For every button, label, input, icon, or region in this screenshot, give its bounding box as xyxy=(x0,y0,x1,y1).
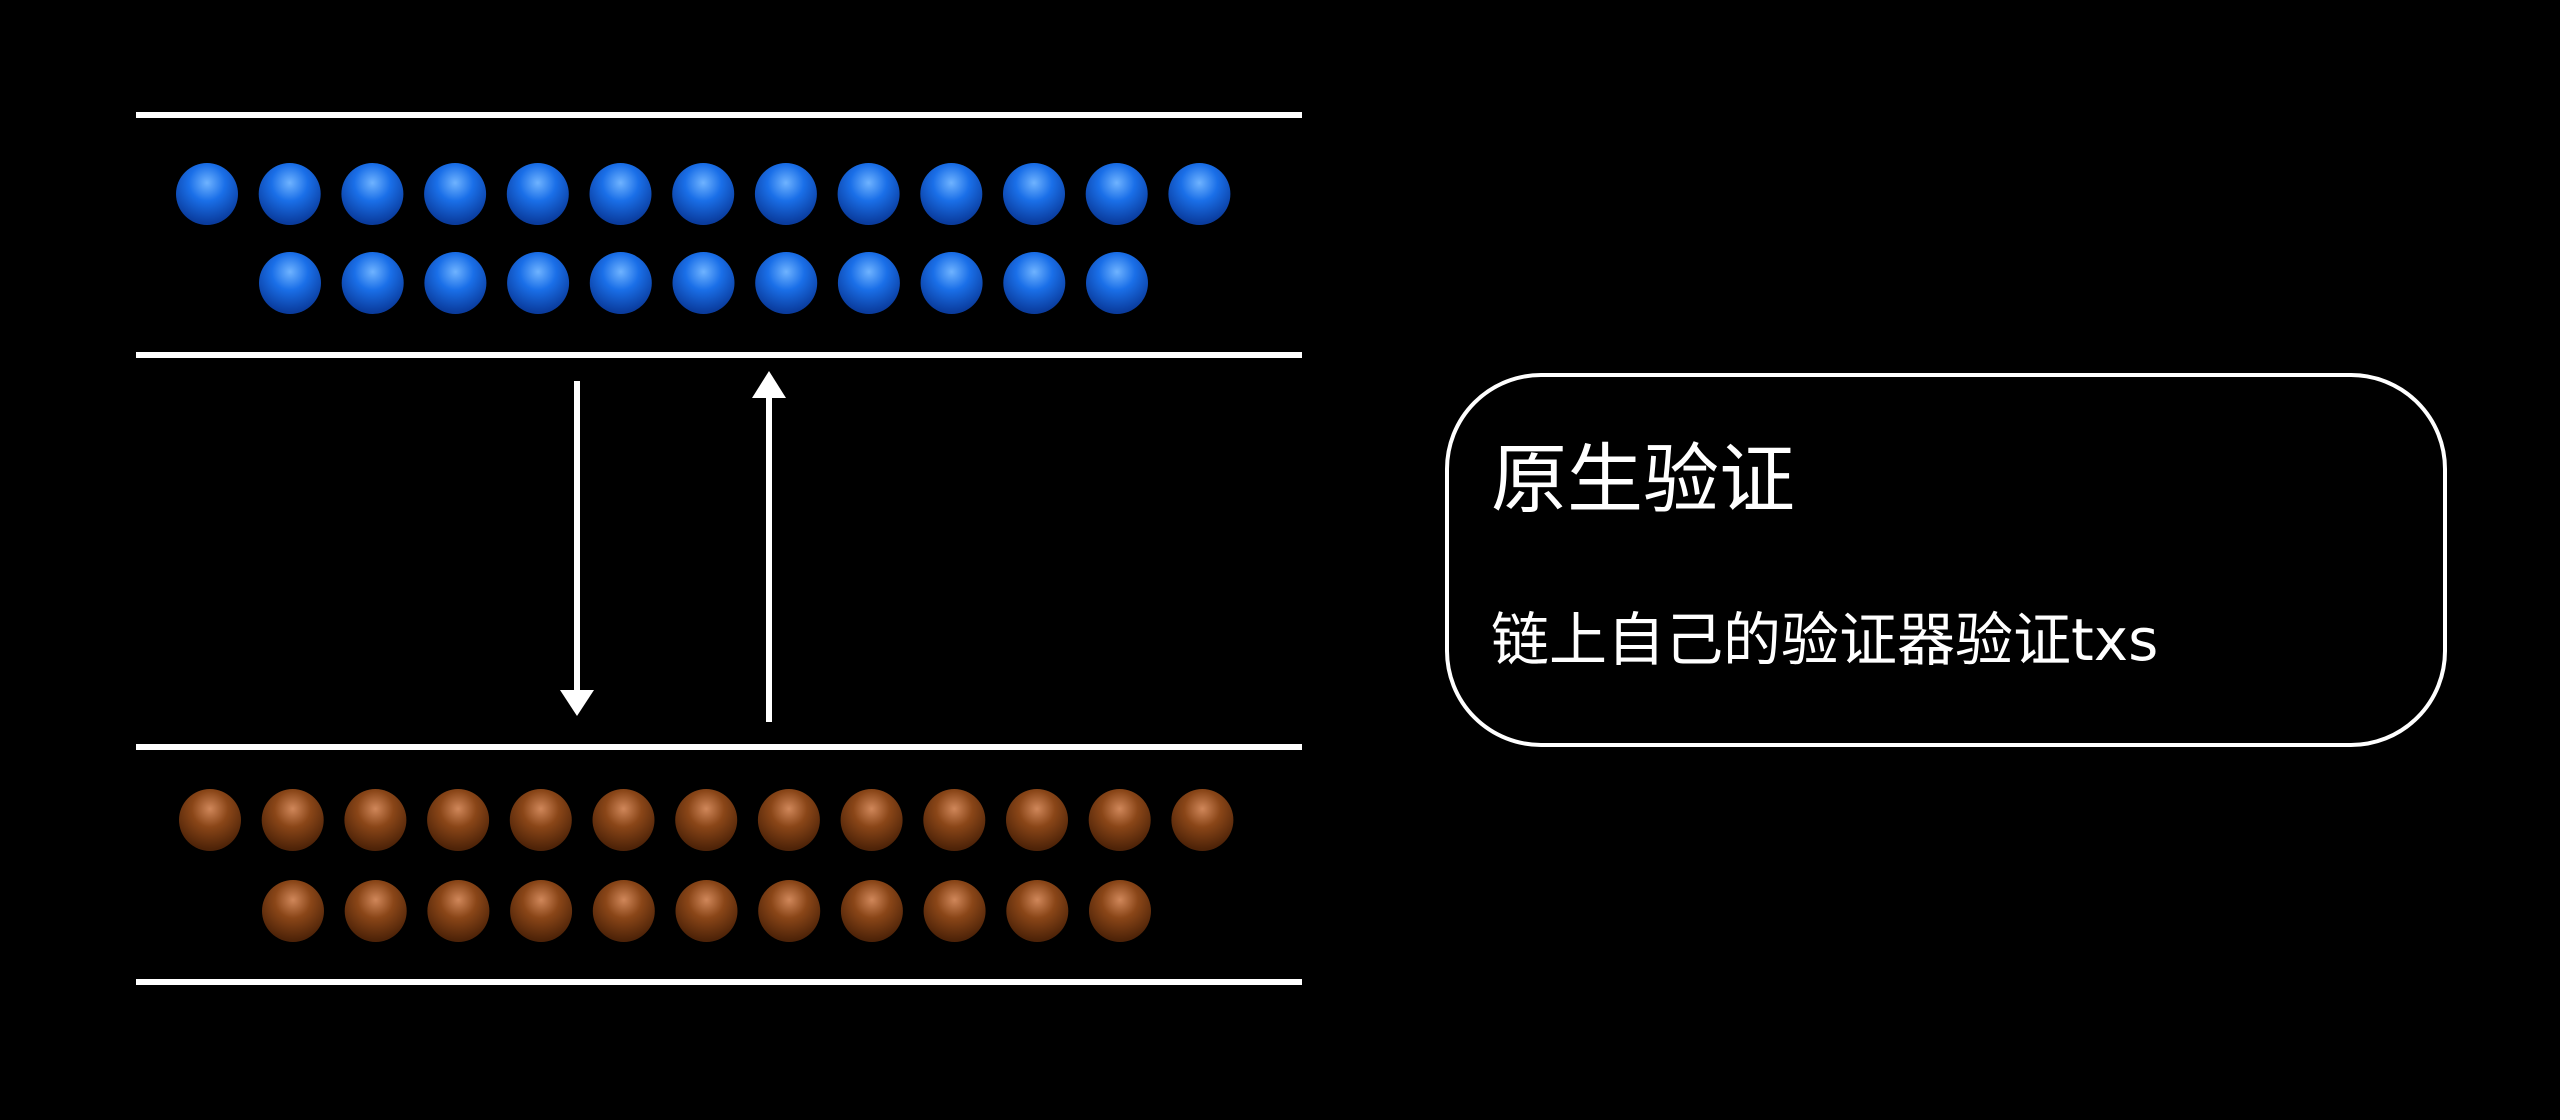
top-chain-node xyxy=(837,163,900,225)
native-verification-callout: 原生验证 链上自己的验证器验证txs xyxy=(1445,373,2447,747)
top-chain-node xyxy=(589,252,652,314)
top-chain-node xyxy=(755,252,818,314)
top-chain-node xyxy=(1085,163,1148,225)
arrow-up xyxy=(752,371,786,722)
top-chain-node xyxy=(1003,252,1066,314)
bottom-chain-node xyxy=(262,880,324,942)
top-chain-node xyxy=(507,252,570,314)
callout-title: 原生验证 xyxy=(1491,435,1795,524)
bottom-chain-node xyxy=(510,880,573,942)
bottom-chain-node xyxy=(344,789,407,851)
top-chain-node xyxy=(754,163,817,225)
top-chain-node xyxy=(920,163,983,225)
top-chain-node xyxy=(424,252,487,314)
top-chain-node xyxy=(920,252,983,314)
top-chain-node xyxy=(837,252,900,314)
top-chain-node xyxy=(589,163,652,225)
bottom-chain-node xyxy=(344,880,407,942)
bottom-chain-node xyxy=(758,880,821,942)
top-chain-node xyxy=(341,163,404,225)
top-chain-node xyxy=(506,163,569,225)
top-chain xyxy=(136,112,1302,358)
bottom-chain-node xyxy=(592,789,655,851)
bottom-chain-node xyxy=(675,880,738,942)
bottom-chain-node xyxy=(840,880,903,942)
bottom-chain-node xyxy=(1006,880,1069,942)
top-chain-node xyxy=(424,163,487,225)
bottom-chain-node xyxy=(675,789,738,851)
top-chain-node xyxy=(341,252,404,314)
bottom-chain-node xyxy=(1089,880,1151,942)
bottom-chain-node xyxy=(427,789,490,851)
top-chain-node xyxy=(1168,163,1231,225)
top-chain-node xyxy=(672,163,735,225)
top-chain-node xyxy=(672,252,735,314)
bottom-chain-node xyxy=(261,789,324,851)
top-chain-node xyxy=(259,252,321,314)
top-chain-nodes xyxy=(176,163,1231,314)
top-chain-node xyxy=(1003,163,1065,225)
bottom-chain-node xyxy=(179,789,241,851)
callout-body: 链上自己的验证器验证txs xyxy=(1491,606,2159,674)
bottom-chain-node xyxy=(509,789,572,851)
bottom-chain-node xyxy=(840,789,903,851)
bottom-chain-node xyxy=(1006,789,1068,851)
bottom-chain-nodes xyxy=(179,789,1234,942)
top-chain-node xyxy=(258,163,321,225)
bottom-chain-node xyxy=(757,789,820,851)
bottom-chain-node xyxy=(1171,789,1234,851)
bottom-chain-node xyxy=(923,880,986,942)
bottom-chain-node xyxy=(923,789,986,851)
top-chain-node xyxy=(176,163,238,225)
top-chain-node xyxy=(1086,252,1148,314)
bottom-chain-node xyxy=(592,880,655,942)
bottom-chain-node xyxy=(427,880,490,942)
bottom-chain xyxy=(136,744,1302,985)
bottom-chain-node xyxy=(1088,789,1151,851)
arrow-down xyxy=(560,381,594,716)
